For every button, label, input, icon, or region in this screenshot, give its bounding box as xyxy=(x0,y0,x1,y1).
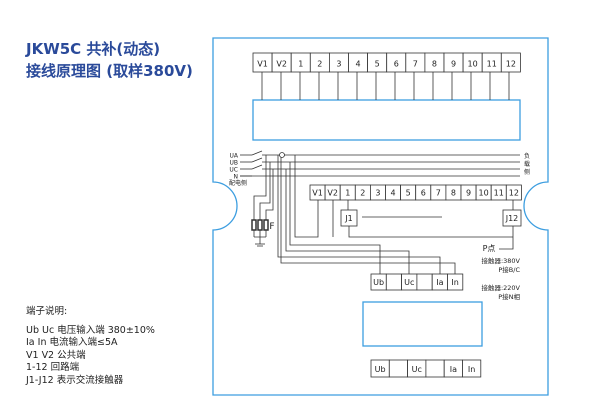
top-terminal-label: 4 xyxy=(356,59,361,68)
switch xyxy=(251,157,263,163)
contactor-note: 接触器:220V xyxy=(481,283,520,292)
signal-terminal-label: Ia xyxy=(436,278,443,287)
load-side-label: 载 xyxy=(524,160,530,168)
signal-terminal-cell xyxy=(447,273,464,291)
signal-terminal-cell xyxy=(385,273,402,291)
fuse-icon xyxy=(251,219,257,231)
signal-terminal-label: Ub xyxy=(373,278,384,287)
bottom-terminal-label: Uc xyxy=(412,365,422,374)
line-label-uc: UC xyxy=(229,167,238,174)
top-terminal-label: 10 xyxy=(468,59,478,68)
inner-terminal-label: 9 xyxy=(466,189,471,198)
top-terminal-label: 9 xyxy=(451,59,456,68)
wire xyxy=(254,236,266,244)
diagram-title-line1: JKW5C 共补(动态) xyxy=(26,40,161,58)
contactor-note: 接触器:380V xyxy=(481,256,520,265)
inner-terminal-label: 3 xyxy=(375,189,380,198)
source-side-label: 配电侧 xyxy=(229,179,247,187)
switch xyxy=(251,164,263,170)
line-label-ua: UA xyxy=(230,153,239,160)
switch xyxy=(251,150,263,156)
contactor-note: P接N相 xyxy=(498,292,520,301)
inner-terminal-label: V1 xyxy=(312,189,323,198)
inner-terminal-label: 4 xyxy=(391,189,396,198)
wire xyxy=(294,155,319,238)
wire xyxy=(289,162,381,274)
note-line: V1 V2 公共端 xyxy=(26,349,86,361)
wire xyxy=(285,169,410,274)
inner-terminal-label: 7 xyxy=(436,189,441,198)
inner-terminal-cell xyxy=(505,184,522,201)
display-box-bottom xyxy=(362,301,483,347)
top-terminal-label: 1 xyxy=(298,59,303,68)
top-terminal-cell xyxy=(500,52,521,73)
top-terminal-label: 2 xyxy=(317,59,322,68)
current-transformer-icon xyxy=(279,152,285,158)
inner-terminal-label: 5 xyxy=(406,189,411,198)
wire xyxy=(253,155,267,220)
inner-terminal-label: 1 xyxy=(345,189,350,198)
bottom-terminal-cell xyxy=(388,359,408,378)
line-label-n: N xyxy=(234,174,239,181)
wire xyxy=(259,162,271,220)
top-terminal-label: V2 xyxy=(276,59,287,68)
relay-label: J12 xyxy=(505,214,519,223)
fuse-icon xyxy=(257,219,263,231)
signal-terminal-label: Uc xyxy=(404,278,414,287)
wire xyxy=(280,155,456,274)
inner-terminal-label: 12 xyxy=(509,189,519,198)
top-terminal-label: 12 xyxy=(506,59,516,68)
bottom-terminal-cell xyxy=(425,359,445,378)
wire xyxy=(348,226,513,238)
top-terminal-label: 8 xyxy=(432,59,437,68)
p-point-label: P点 xyxy=(483,244,496,253)
top-terminal-label: 6 xyxy=(394,59,399,68)
top-terminal-label: 5 xyxy=(375,59,380,68)
bottom-terminal-label: Ub xyxy=(375,365,386,374)
relay-j1 xyxy=(340,209,358,227)
load-side-label: 负 xyxy=(524,152,530,160)
top-terminal-label: 11 xyxy=(487,59,497,68)
terminal-notes: 端子说明: Ub Uc 电压输入端 380±10% Ia In 电流输入端≤5A… xyxy=(26,306,155,388)
fuse-label: F xyxy=(269,222,274,232)
note-line: Ub Uc 电压输入端 380±10% xyxy=(26,324,155,336)
inner-terminal-label: 2 xyxy=(360,189,365,198)
relay-j12 xyxy=(502,209,522,227)
diagram-title-line2: 接线原理图 (取样380V) xyxy=(26,62,193,80)
relay-label: J1 xyxy=(344,214,352,223)
signal-terminal-cell xyxy=(416,273,433,291)
inner-terminal-label: 10 xyxy=(479,189,489,198)
wire xyxy=(499,226,514,250)
inner-terminal-label: V2 xyxy=(327,189,338,198)
line-label-ub: UB xyxy=(229,160,238,167)
wire xyxy=(277,155,441,274)
contactor-note: P接B/C xyxy=(498,265,520,274)
top-terminal-label: V1 xyxy=(257,59,268,68)
inner-terminal-label: 6 xyxy=(421,189,426,198)
signal-terminal-label: In xyxy=(451,278,458,287)
wire xyxy=(265,169,274,220)
inner-terminal-label: 11 xyxy=(494,189,504,198)
inner-terminal-label: 8 xyxy=(451,189,456,198)
top-terminal-label: 7 xyxy=(413,59,418,68)
panel-outline xyxy=(212,37,549,396)
display-box-top xyxy=(252,99,521,141)
top-terminal-label: 3 xyxy=(336,59,341,68)
bottom-terminal-label: In xyxy=(468,365,475,374)
fuse-icon xyxy=(263,219,269,231)
bottom-terminal-cell xyxy=(462,359,482,378)
bottom-terminal-label: Ia xyxy=(450,365,457,374)
note-line: J1-J12 表示交流接触器 xyxy=(26,374,124,386)
load-side-label: 侧 xyxy=(524,168,530,176)
notes-heading: 端子说明: xyxy=(26,306,68,317)
note-line: 1-12 回路端 xyxy=(26,362,80,374)
note-line: Ia In 电流输入端≤5A xyxy=(26,337,118,349)
